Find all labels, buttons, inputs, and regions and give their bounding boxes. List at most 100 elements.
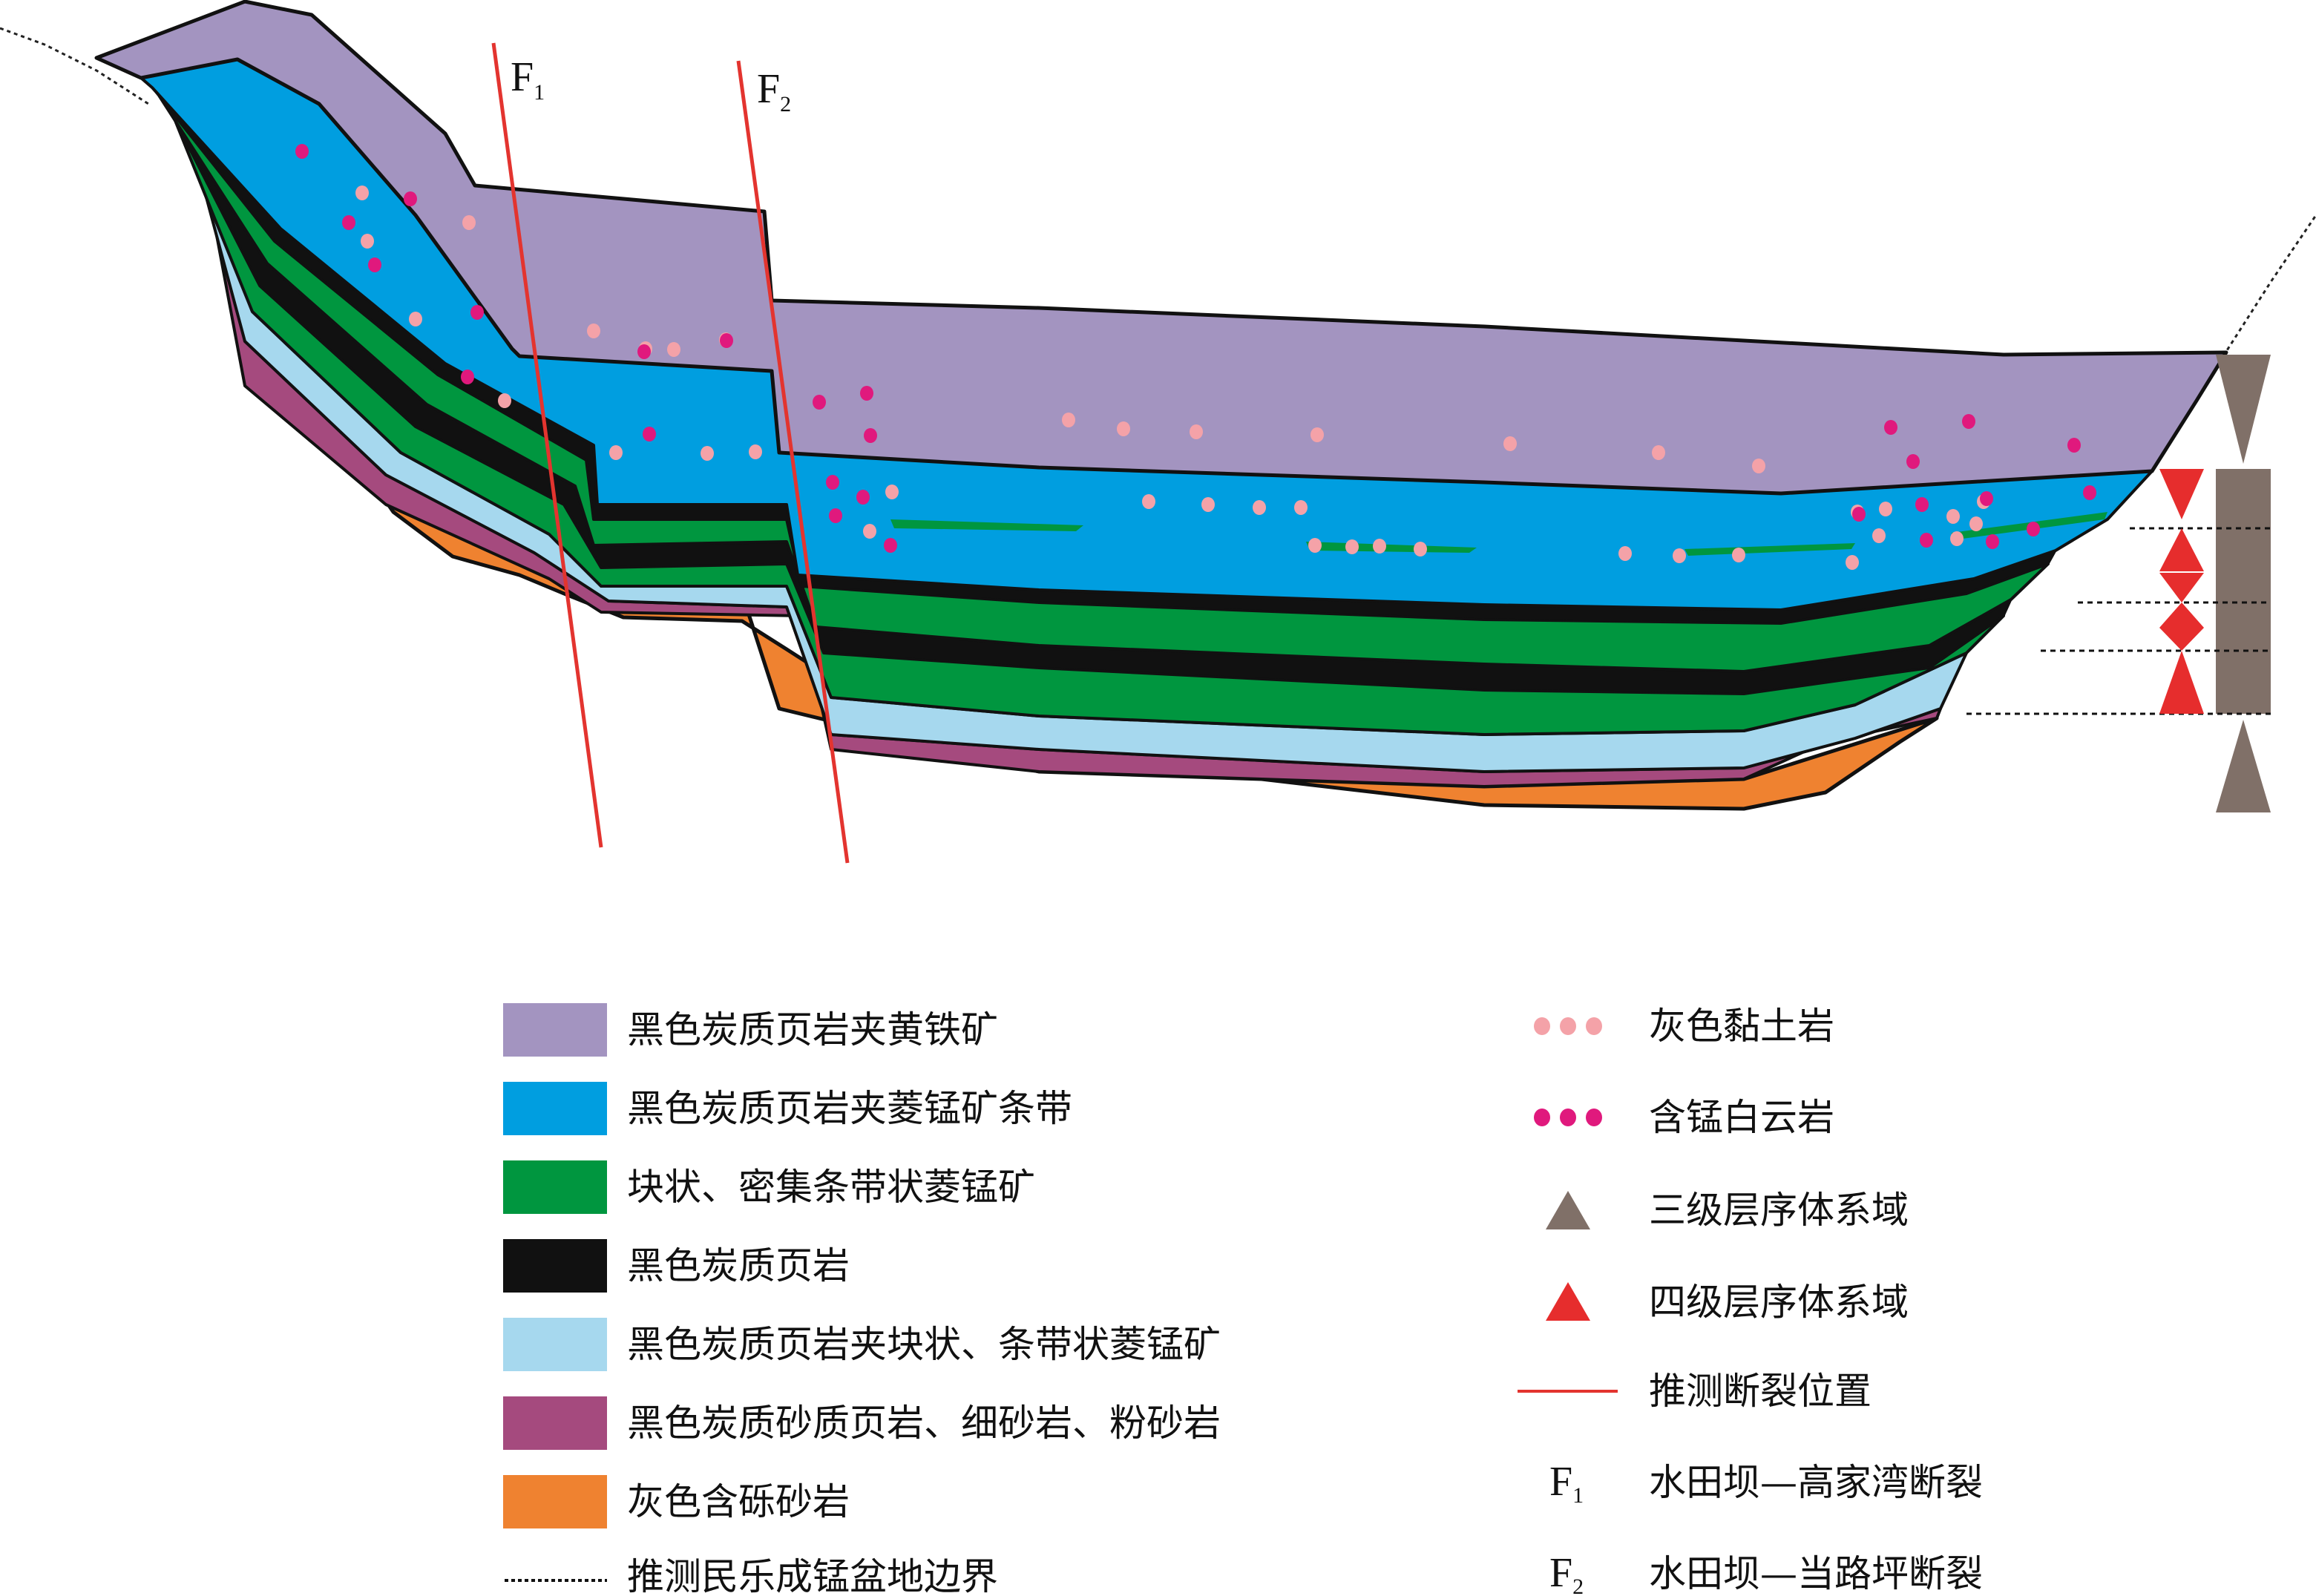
clay-dot xyxy=(885,485,899,499)
basin-boundary-right xyxy=(2222,214,2316,357)
mn-dolomite-dot xyxy=(2027,522,2040,536)
third-order-triangle-bottom xyxy=(2216,720,2271,812)
mn-dot xyxy=(1534,1109,1550,1126)
mn-dolomite-dot xyxy=(461,370,474,384)
clay-dot xyxy=(1946,509,1960,524)
clay-dot xyxy=(462,215,476,230)
legend-swatch-third-order xyxy=(1546,1191,1590,1229)
fourth-order-triangles xyxy=(2159,469,2204,714)
clay-dot xyxy=(1294,500,1308,515)
mn-dolomite-dot xyxy=(829,508,842,523)
clay-dot xyxy=(1673,548,1686,563)
clay-dot xyxy=(1560,1017,1576,1035)
fault-label-f2: F2 xyxy=(757,66,791,116)
legend-swatch-black-shale xyxy=(503,1239,607,1293)
legend-swatch-gravel-sandstone xyxy=(503,1475,607,1528)
mn-dolomite-dots xyxy=(295,144,2096,553)
legend-label-clay: 灰色黏土岩 xyxy=(1649,1005,1834,1048)
legend-label-massive-rhodochrosite: 块状、密集条带状菱锰矿 xyxy=(627,1166,1035,1209)
legend-label-black-shale: 黑色炭质页岩 xyxy=(627,1244,850,1287)
legend-swatch-shale-pyrite xyxy=(503,1003,607,1057)
clay-dot xyxy=(1879,502,1892,516)
legend-label-gravel-sandstone: 灰色含砾砂岩 xyxy=(627,1480,850,1523)
legend-symbol-f2: F2 xyxy=(1549,1550,1584,1596)
mn-dolomite-dot xyxy=(2083,485,2096,500)
clay-dots xyxy=(355,185,1990,570)
fourth-order-triangle xyxy=(2159,628,2204,651)
legend-label-shale-massive-rhodochrosite: 黑色炭质页岩夹块状、条带状菱锰矿 xyxy=(627,1323,1221,1366)
clay-dot xyxy=(498,393,511,408)
clay-dot xyxy=(1969,516,1983,531)
lens xyxy=(890,519,1083,531)
clay-dot xyxy=(863,524,876,539)
clay-dot xyxy=(1652,445,1665,460)
legend-label-sandy-shale: 黑色炭质砂质页岩、细砂岩、粉砂岩 xyxy=(627,1402,1221,1445)
legend: 黑色炭质页岩夹黄铁矿 黑色炭质页岩夹菱锰矿条带 块状、密集条带状菱锰矿 黑色炭质… xyxy=(503,1003,1983,1596)
third-order-triangle-top xyxy=(2216,355,2271,464)
mn-dot xyxy=(1560,1109,1576,1126)
legend-swatch-clay-dots xyxy=(1534,1017,1602,1035)
legend-label-mn-dolomite: 含锰白云岩 xyxy=(1649,1096,1834,1139)
clay-dot xyxy=(1117,421,1130,436)
clay-dot xyxy=(667,342,680,357)
clay-dot xyxy=(355,185,369,200)
legend-label-basin-boundary: 推测民乐成锰盆地边界 xyxy=(627,1555,998,1596)
fourth-order-triangle xyxy=(2159,528,2204,571)
clay-dot xyxy=(1142,494,1155,509)
mn-dolomite-dot xyxy=(720,333,733,348)
mn-dolomite-dot xyxy=(295,144,309,159)
mn-dolomite-dot xyxy=(864,428,877,443)
sequence-boundaries xyxy=(1966,527,2271,715)
legend-label-f1: 水田坝—高家湾断裂 xyxy=(1649,1461,1983,1504)
legend-swatch-sandy-shale xyxy=(503,1396,607,1450)
clay-dot xyxy=(1201,497,1215,512)
legend-swatch-shale-massive-rhodochrosite xyxy=(503,1318,607,1371)
fault-line-f2 xyxy=(736,60,850,864)
clay-dot xyxy=(361,234,374,249)
mn-dolomite-dot xyxy=(342,215,355,230)
mn-dolomite-dot xyxy=(1915,497,1929,512)
mn-dolomite-dot xyxy=(1980,491,1993,506)
mn-dolomite-dot xyxy=(637,344,651,359)
clay-dot xyxy=(1950,531,1964,546)
legend-left: 黑色炭质页岩夹黄铁矿 黑色炭质页岩夹菱锰矿条带 块状、密集条带状菱锰矿 黑色炭质… xyxy=(503,1003,1221,1596)
mn-dolomite-dot xyxy=(2067,438,2081,453)
clay-dot xyxy=(1414,542,1427,556)
legend-label-fourth-order: 四级层序体系域 xyxy=(1649,1281,1909,1324)
cross-section: F1 F2 xyxy=(0,0,2316,864)
clay-dot xyxy=(609,445,623,460)
legend-swatch-fourth-order xyxy=(1546,1282,1590,1321)
clay-dot xyxy=(701,446,714,461)
legend-swatch-massive-rhodochrosite xyxy=(503,1160,607,1214)
fourth-order-triangle xyxy=(2159,602,2204,628)
layer-shale-pyrite xyxy=(94,0,2228,496)
mn-dolomite-dot xyxy=(1962,414,1975,429)
legend-label-f2: 水田坝—当路坪断裂 xyxy=(1649,1552,1983,1595)
legend-label-shale-pyrite: 黑色炭质页岩夹黄铁矿 xyxy=(627,1008,998,1051)
mn-dolomite-dot xyxy=(813,395,826,410)
mn-dolomite-dot xyxy=(368,257,381,272)
basin-boundary-left xyxy=(0,27,149,105)
clay-dot xyxy=(1253,500,1266,515)
fourth-order-triangle xyxy=(2159,469,2204,519)
mn-dolomite-dot xyxy=(404,191,417,206)
clay-dot xyxy=(1062,413,1075,427)
clay-dot xyxy=(1345,539,1359,554)
mn-dolomite-dot xyxy=(1906,454,1920,469)
mn-dolomite-dot xyxy=(1852,507,1866,522)
lens xyxy=(1684,543,1855,556)
legend-swatch-shale-rhodochrosite-band xyxy=(503,1082,607,1135)
legend-right: 灰色黏土岩 含锰白云岩 三级层序体系域 四级层序体系域 推测断裂位置 F1 水田… xyxy=(1518,1005,1983,1596)
clay-dot xyxy=(1190,424,1203,439)
clay-dot xyxy=(1586,1017,1602,1035)
clay-dot xyxy=(1732,548,1745,562)
mn-dolomite-dot xyxy=(1884,420,1897,435)
sequence-column xyxy=(1966,355,2271,812)
legend-label-third-order: 三级层序体系域 xyxy=(1649,1189,1909,1232)
mn-dot xyxy=(1586,1109,1602,1126)
clay-dot xyxy=(1534,1017,1550,1035)
clay-dot xyxy=(1308,538,1322,553)
clay-dot xyxy=(1752,459,1765,473)
clay-dot xyxy=(1310,427,1324,442)
fault-line-f1 xyxy=(491,42,603,848)
